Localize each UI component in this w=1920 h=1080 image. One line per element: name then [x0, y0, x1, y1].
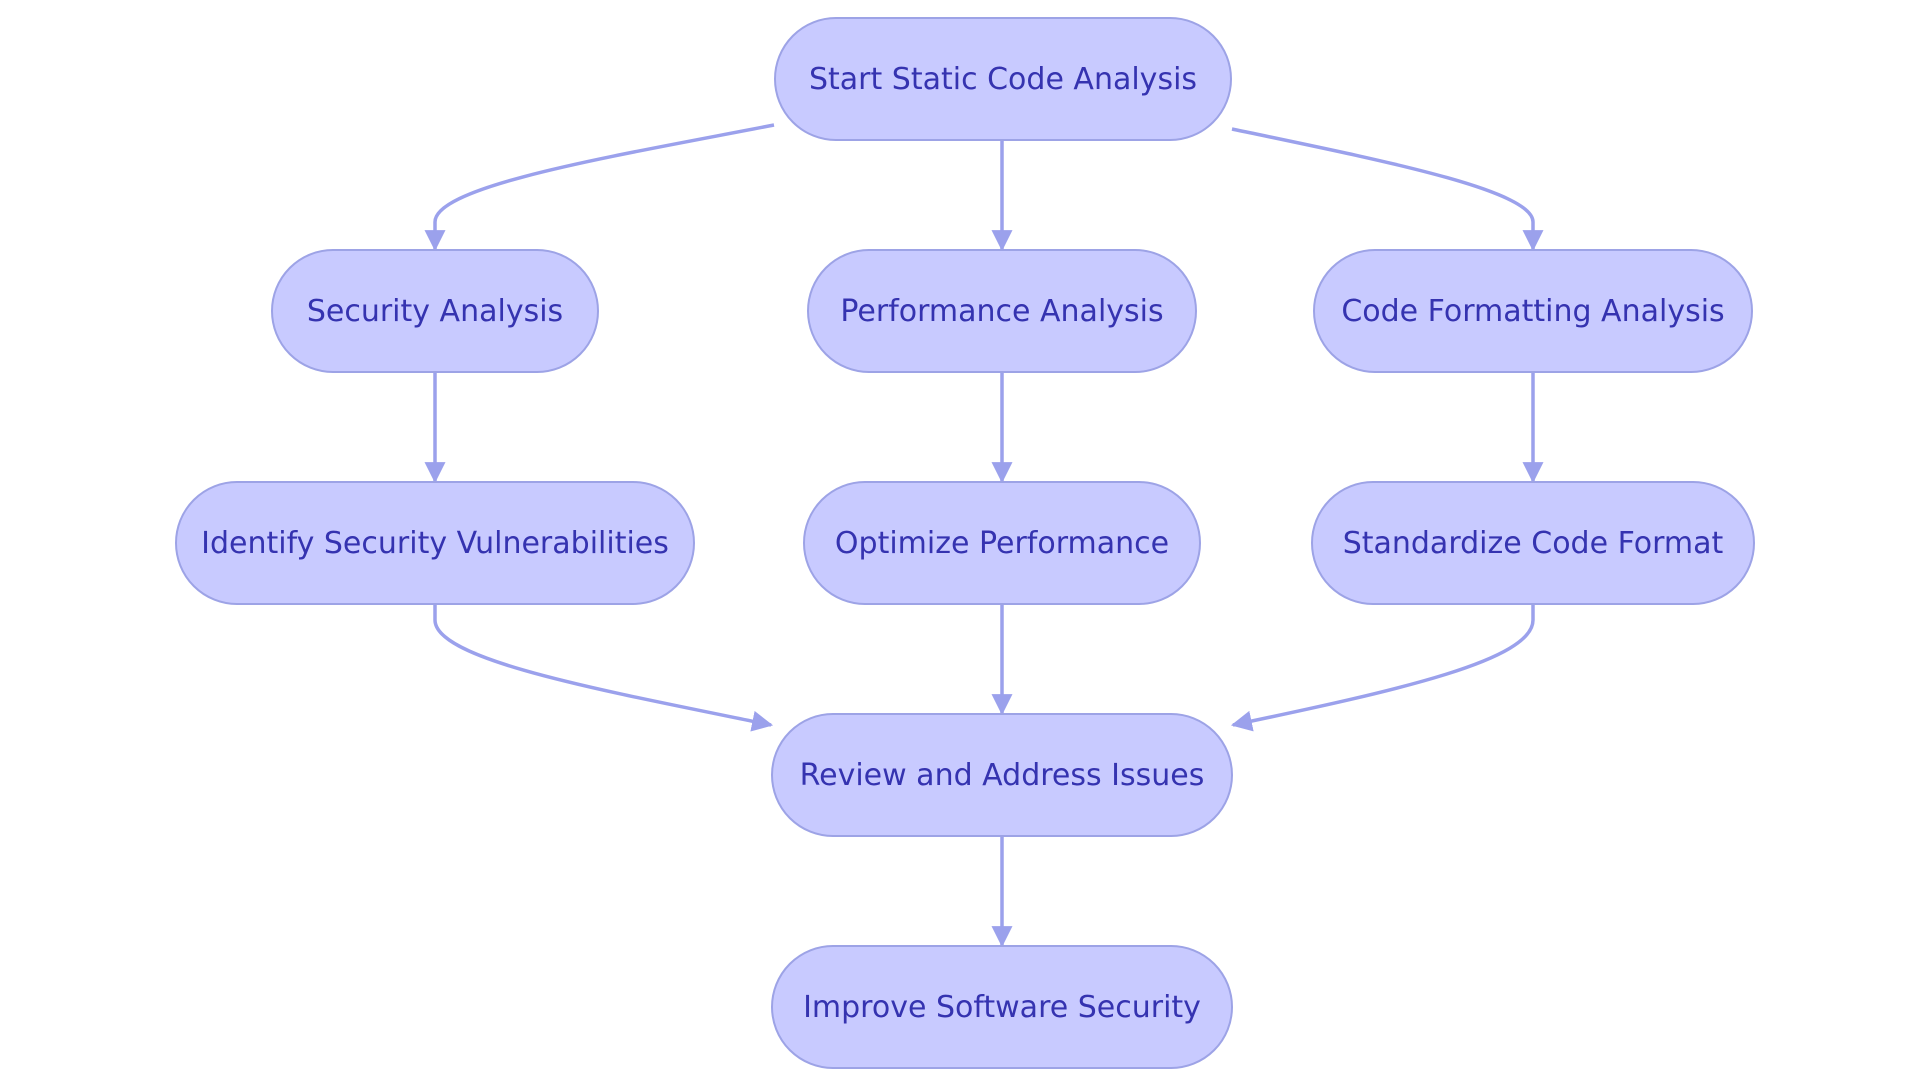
edge-start-to-formatting: [1231, 127, 1544, 252]
node-start-static-code-analysis: Start Static Code Analysis: [774, 17, 1232, 141]
edge-start-to-security: [424, 123, 775, 252]
node-improve-software-security: Improve Software Security: [771, 945, 1233, 1069]
node-review-and-address-issues: Review and Address Issues: [771, 713, 1233, 837]
node-performance-analysis: Performance Analysis: [807, 249, 1197, 373]
edge-standardize-to-review: [1230, 605, 1535, 732]
node-security-analysis: Security Analysis: [271, 249, 599, 373]
node-code-formatting-analysis: Code Formatting Analysis: [1313, 249, 1753, 373]
node-identify-security-vulnerabilities: Identify Security Vulnerabilities: [175, 481, 695, 605]
edge-vulnerabilities-to-review: [433, 605, 774, 732]
node-optimize-performance: Optimize Performance: [803, 481, 1201, 605]
node-standardize-code-format: Standardize Code Format: [1311, 481, 1755, 605]
